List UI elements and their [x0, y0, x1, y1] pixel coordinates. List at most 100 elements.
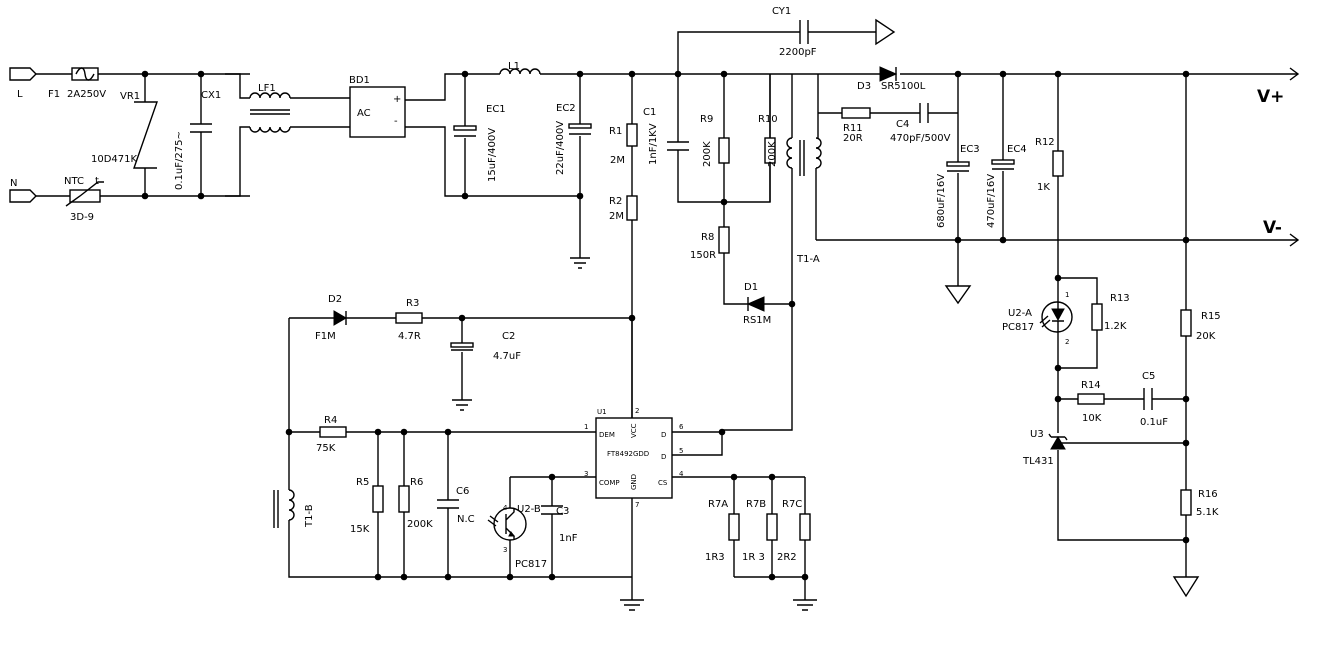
vout-negative: V-	[1263, 218, 1282, 238]
R15-value: 20K	[1196, 331, 1216, 342]
C3-ref: C3	[556, 506, 569, 517]
U1-num6: 6	[679, 423, 684, 431]
R5-ref: R5	[356, 477, 369, 488]
C2-ref: C2	[502, 331, 515, 342]
R7C-ref: R7C	[782, 499, 802, 510]
EC2-ref: EC2	[556, 103, 576, 114]
R11-ref: R11	[843, 123, 863, 134]
U3-ref: U3	[1030, 429, 1044, 440]
feedback-R14-C5: R14 10K C5 0.1uF	[1058, 371, 1186, 428]
inductor-L1: L1	[499, 61, 818, 75]
R15-ref: R15	[1201, 311, 1221, 322]
R8-ref: R8	[701, 232, 714, 243]
C1-value: 1nF/1KV	[648, 123, 659, 165]
U1-pin-d1: D	[661, 431, 666, 439]
capacitor-EC4: EC4 470uF/16V	[986, 74, 1027, 240]
U1-pin-vcc: VCC	[630, 423, 638, 438]
U1-value: FT8492GDD	[607, 450, 649, 458]
capacitor-EC2: EC2 22uF/400V	[555, 74, 592, 269]
CX1-value: 0.1uF/275~	[174, 131, 185, 190]
R7C-value: 2R2	[777, 552, 797, 563]
capacitor-CX1: CX1 0.1uF/275~	[174, 74, 221, 196]
optocoupler-U2A: 1 2 U2-A PC817 R13 1.2K	[1002, 277, 1130, 369]
BD1-ref: BD1	[349, 75, 370, 86]
fuse-F1: F1 2A250V	[48, 67, 106, 100]
U2A-ref: U2-A	[1008, 308, 1032, 319]
R8-value: 150R	[690, 250, 716, 261]
terminal-L-label: L	[17, 89, 23, 100]
R1-value: 2M	[610, 155, 625, 166]
EC4-value: 470uF/16V	[986, 174, 997, 228]
capacitor-EC3: EC3 680uF/16V	[936, 74, 980, 305]
R13-ref: R13	[1110, 293, 1130, 304]
resistor-R8: R8 150R	[690, 202, 748, 305]
L1-ref: L1	[508, 61, 520, 72]
R6-value: 200K	[407, 519, 433, 530]
NTC-ref: NTC	[64, 176, 84, 187]
U2B-ref: U2-B	[517, 504, 541, 515]
R7B-ref: R7B	[746, 499, 766, 510]
R3-value: 4.7R	[398, 331, 421, 342]
U2B-pin3: 3	[503, 546, 507, 554]
NTC-mark: t	[95, 176, 99, 187]
R4-value: 75K	[316, 443, 336, 454]
U2B-value: PC817	[515, 559, 547, 570]
LF1-ref: LF1	[258, 83, 276, 94]
U1-pin-d2: D	[661, 453, 666, 461]
U1-num5: 5	[679, 447, 683, 455]
dem-network: R4 75K R5 15K R6 200K C6 N.C	[289, 415, 598, 577]
transformer-T1A: T1-A	[722, 74, 822, 431]
vcc-supply-D2-R3: D2 F1M R3 4.7R C2 4.7uF	[288, 294, 632, 432]
C4-ref: C4	[896, 119, 909, 130]
U1-ref: U1	[597, 408, 607, 416]
R12-value: 1K	[1037, 182, 1050, 193]
BD1-ac: AC	[357, 108, 371, 119]
U2B-pin4: 4	[503, 504, 508, 512]
CY1-value: 2200pF	[779, 47, 817, 58]
R13-value: 1.2K	[1104, 321, 1127, 332]
terminal-N-label: N	[10, 178, 17, 189]
diode-D1: D1 RS1M	[743, 282, 792, 326]
R7A-value: 1R3	[705, 552, 725, 563]
BD1-minus: -	[394, 116, 398, 127]
R4-ref: R4	[324, 415, 337, 426]
R10-ref: R10	[758, 114, 778, 125]
controller-U1: U1 FT8492GDD DEM COMP D D CS VCC GND 1 2…	[584, 318, 805, 611]
snubber-network: C1 1nF/1KV R9 200K R10 200K	[643, 31, 800, 203]
resistor-R16: R16 5.1K	[1180, 489, 1219, 518]
R11-value: 20R	[843, 133, 863, 144]
C2-value: 4.7uF	[493, 351, 521, 362]
choke-LF1: LF1	[225, 73, 350, 197]
U1-num1: 1	[584, 423, 588, 431]
transformer-T1B: T1-B	[273, 432, 632, 578]
C3-value: 1nF	[559, 533, 578, 544]
R12-ref: R12	[1035, 137, 1055, 148]
optocoupler-U2B: 4 3 U2-B PC817 C3 1nF	[487, 476, 598, 577]
R1-ref: R1	[609, 126, 622, 137]
EC4-ref: EC4	[1007, 144, 1027, 155]
D1-value: RS1M	[743, 315, 771, 326]
D1-ref: D1	[744, 282, 758, 293]
U1-pin-comp: COMP	[599, 479, 620, 487]
varistor-VR1: VR1 10D471K	[91, 74, 158, 196]
diode-D3: D3 SR5100L	[857, 66, 926, 92]
bridge-BD1: BD1 AC + -	[349, 73, 580, 197]
C1-ref: C1	[643, 107, 656, 118]
T1B-ref: T1-B	[304, 504, 315, 528]
R14-ref: R14	[1081, 380, 1101, 391]
D2-ref: D2	[328, 294, 342, 305]
R6-ref: R6	[410, 477, 423, 488]
C5-ref: C5	[1142, 371, 1155, 382]
secondary-rails: V+ V-	[816, 67, 1300, 247]
U1-num3: 3	[584, 470, 588, 478]
capacitor-EC1: EC1 15uF/400V	[453, 74, 506, 196]
U1-num4: 4	[679, 470, 684, 478]
junction-dots	[141, 70, 1190, 581]
C5-value: 0.1uF	[1140, 417, 1168, 428]
VR1-ref: VR1	[120, 91, 140, 102]
snubber-R11-C4: R11 20R C4 470pF/500V	[818, 103, 958, 144]
R7A-ref: R7A	[708, 499, 728, 510]
R10-value: 200K	[767, 141, 778, 167]
CY1-ref: CY1	[772, 6, 791, 17]
U1-num2: 2	[635, 407, 639, 415]
